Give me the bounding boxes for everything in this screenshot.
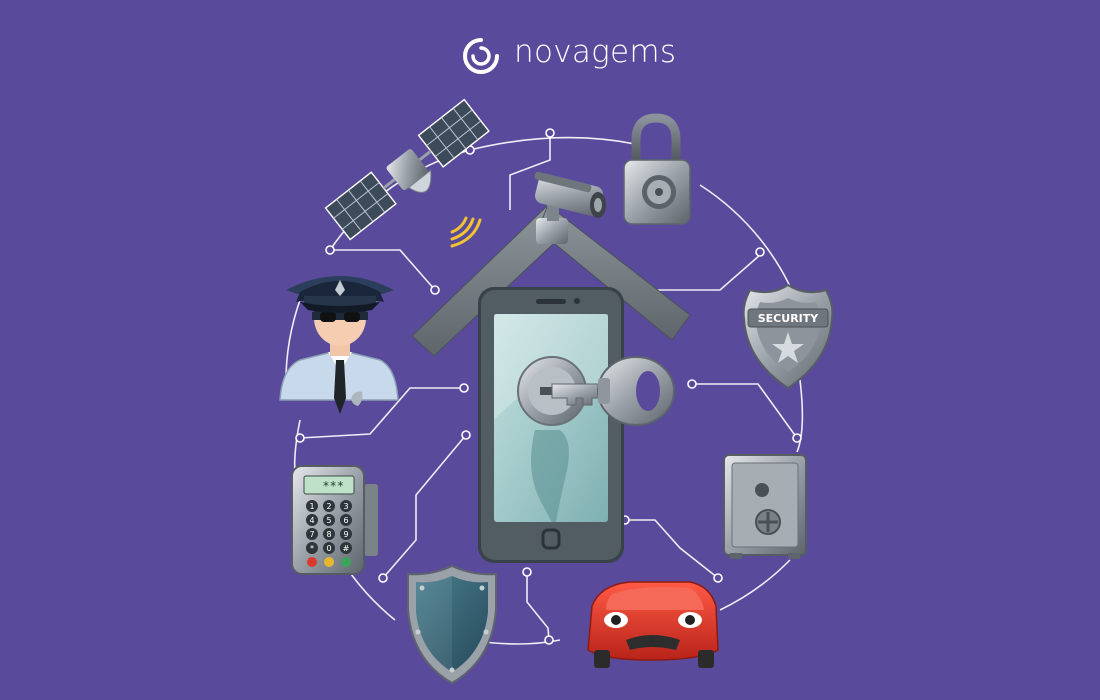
keypad-key-label: 3: [343, 502, 348, 511]
keypad-function-key: [324, 557, 334, 567]
keypad-key: [340, 542, 352, 554]
security-guard-icon: [279, 276, 399, 414]
keypad-icon: *** 1 2 3 4 5 6 7 8 9 * 0 #: [291, 465, 378, 575]
brand-name: novagems: [514, 34, 677, 70]
keypad-function-key: [307, 557, 317, 567]
keypad-key: [306, 500, 318, 512]
signal-waves: [450, 216, 482, 248]
keypad-key-label: 6: [343, 516, 348, 525]
badge-label: SECURITY: [758, 312, 820, 325]
circle-swirl-logo-icon: [463, 38, 499, 74]
keypad-key: [323, 528, 335, 540]
keypad-key-label: 7: [309, 530, 314, 539]
cctv-camera-icon: [534, 171, 606, 244]
keypad-key-label: *: [310, 544, 314, 553]
keypad-key: [306, 514, 318, 526]
padlock-icon: [623, 113, 691, 225]
keypad-key: [323, 500, 335, 512]
keypad-key: [340, 500, 352, 512]
keypad-key-label: 0: [326, 544, 331, 553]
keypad-key: [323, 542, 335, 554]
keypad-key-label: 8: [326, 530, 331, 539]
keypad-key: [306, 528, 318, 540]
security-badge-icon: SECURITY: [742, 283, 834, 390]
car-icon: [587, 581, 719, 668]
keypad-key-label: 5: [326, 516, 331, 525]
keypad-key-label: 4: [309, 516, 314, 525]
satellite-icon: [324, 98, 490, 241]
keypad-key: [306, 542, 318, 554]
keypad-key-label: #: [343, 544, 350, 553]
keypad-function-key: [341, 557, 351, 567]
keypad-key: [340, 514, 352, 526]
keypad-key-label: 1: [309, 502, 314, 511]
network-nodes: [295, 128, 802, 645]
safe-icon: [723, 454, 807, 559]
smartphone-key-icon: [478, 287, 675, 563]
keypad-key: [340, 528, 352, 540]
shield-icon: [407, 564, 497, 685]
keypad-key-label: 2: [326, 502, 331, 511]
keypad-display: ***: [322, 479, 344, 493]
keypad-key-label: 9: [343, 530, 348, 539]
keypad-key: [323, 514, 335, 526]
